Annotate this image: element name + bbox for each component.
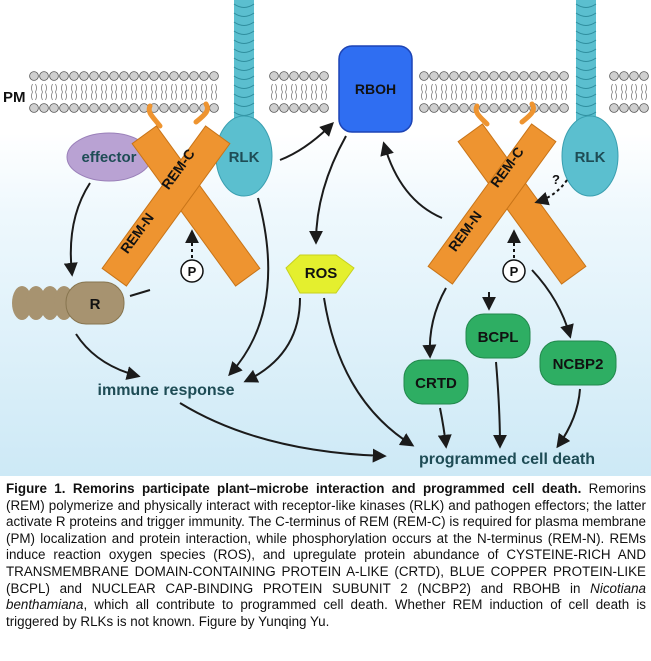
arrow-ros-to-immune (243, 297, 301, 383)
immune-response-label: immune response (98, 382, 235, 399)
rem-dimer-left: REM-C REM-N (101, 101, 261, 287)
rlk-left-protein: RLK (215, 115, 273, 197)
arrow-rboh-to-ros (309, 135, 347, 245)
crtd-protein: CRTD (403, 359, 469, 405)
rboh-label: RBOH (355, 81, 396, 97)
ncbp2-label: NCBP2 (553, 356, 604, 373)
arrow-rem-right-to-rboh (380, 141, 443, 219)
plasma-membrane (29, 71, 649, 113)
phospho-left-badge: P (180, 229, 204, 283)
caption-body-2: , which all contribute to programmed cel… (6, 597, 646, 629)
arrow-rem-left-to-r (129, 289, 151, 297)
arrow-ros-to-death (323, 297, 415, 447)
arrow-ncbp2-to-death (556, 388, 581, 449)
rlk-right-transmembrane (575, 0, 597, 126)
rlk-left-transmembrane (233, 0, 255, 126)
rlk-right-label: RLK (575, 149, 606, 166)
effector-protein: effector (66, 132, 152, 182)
rlk-rem-uncertain-link: ? (534, 172, 568, 206)
rboh-protein: RBOH (338, 45, 413, 133)
phospho-right-badge: P (502, 229, 526, 283)
arrow-bcpl-to-death (492, 361, 507, 449)
bcpl-protein: BCPL (465, 313, 531, 359)
r-protein-label: R (90, 296, 101, 313)
effector-label: effector (81, 149, 136, 166)
ncbp2-protein: NCBP2 (539, 340, 617, 386)
bcpl-label: BCPL (478, 329, 519, 346)
ros-molecule: ROS (285, 254, 355, 294)
arrow-crtd-to-death (437, 407, 452, 449)
arrow-rlk-to-immune (228, 197, 270, 377)
cell-death-label: programmed cell death (419, 451, 595, 468)
phospho-left-label: P (188, 264, 197, 279)
arrow-immune-to-death (179, 402, 387, 463)
figure-caption: Figure 1. Remorins participate plant–mic… (6, 481, 646, 630)
pathway-arrows (63, 122, 581, 463)
caption-species: Nicotiana benthamiana (6, 580, 646, 613)
caption-title: Figure 1. Remorins participate plant–mic… (6, 481, 582, 496)
ros-label: ROS (305, 265, 338, 282)
crtd-label: CRTD (415, 375, 457, 392)
arrow-rem-to-crtd (422, 287, 447, 359)
phospho-right-label: P (510, 264, 519, 279)
pm-label: PM (3, 89, 26, 106)
question-mark-label: ? (552, 172, 560, 187)
arrow-r-to-immune (75, 333, 141, 380)
rlk-right-protein: RLK (561, 115, 619, 197)
arrow-effector-to-r (63, 182, 91, 277)
remorin-pathway-diagram: PM RBOH RLK RLK effector REM-C (0, 0, 651, 476)
r-protein: R (12, 281, 125, 325)
caption-body-1: Remorins (REM) polymerize and physically… (6, 481, 646, 596)
arrow-rem-to-ncbp2 (531, 269, 574, 339)
arrow-rlk-to-rboh (279, 122, 334, 161)
rlk-left-label: RLK (229, 149, 260, 166)
